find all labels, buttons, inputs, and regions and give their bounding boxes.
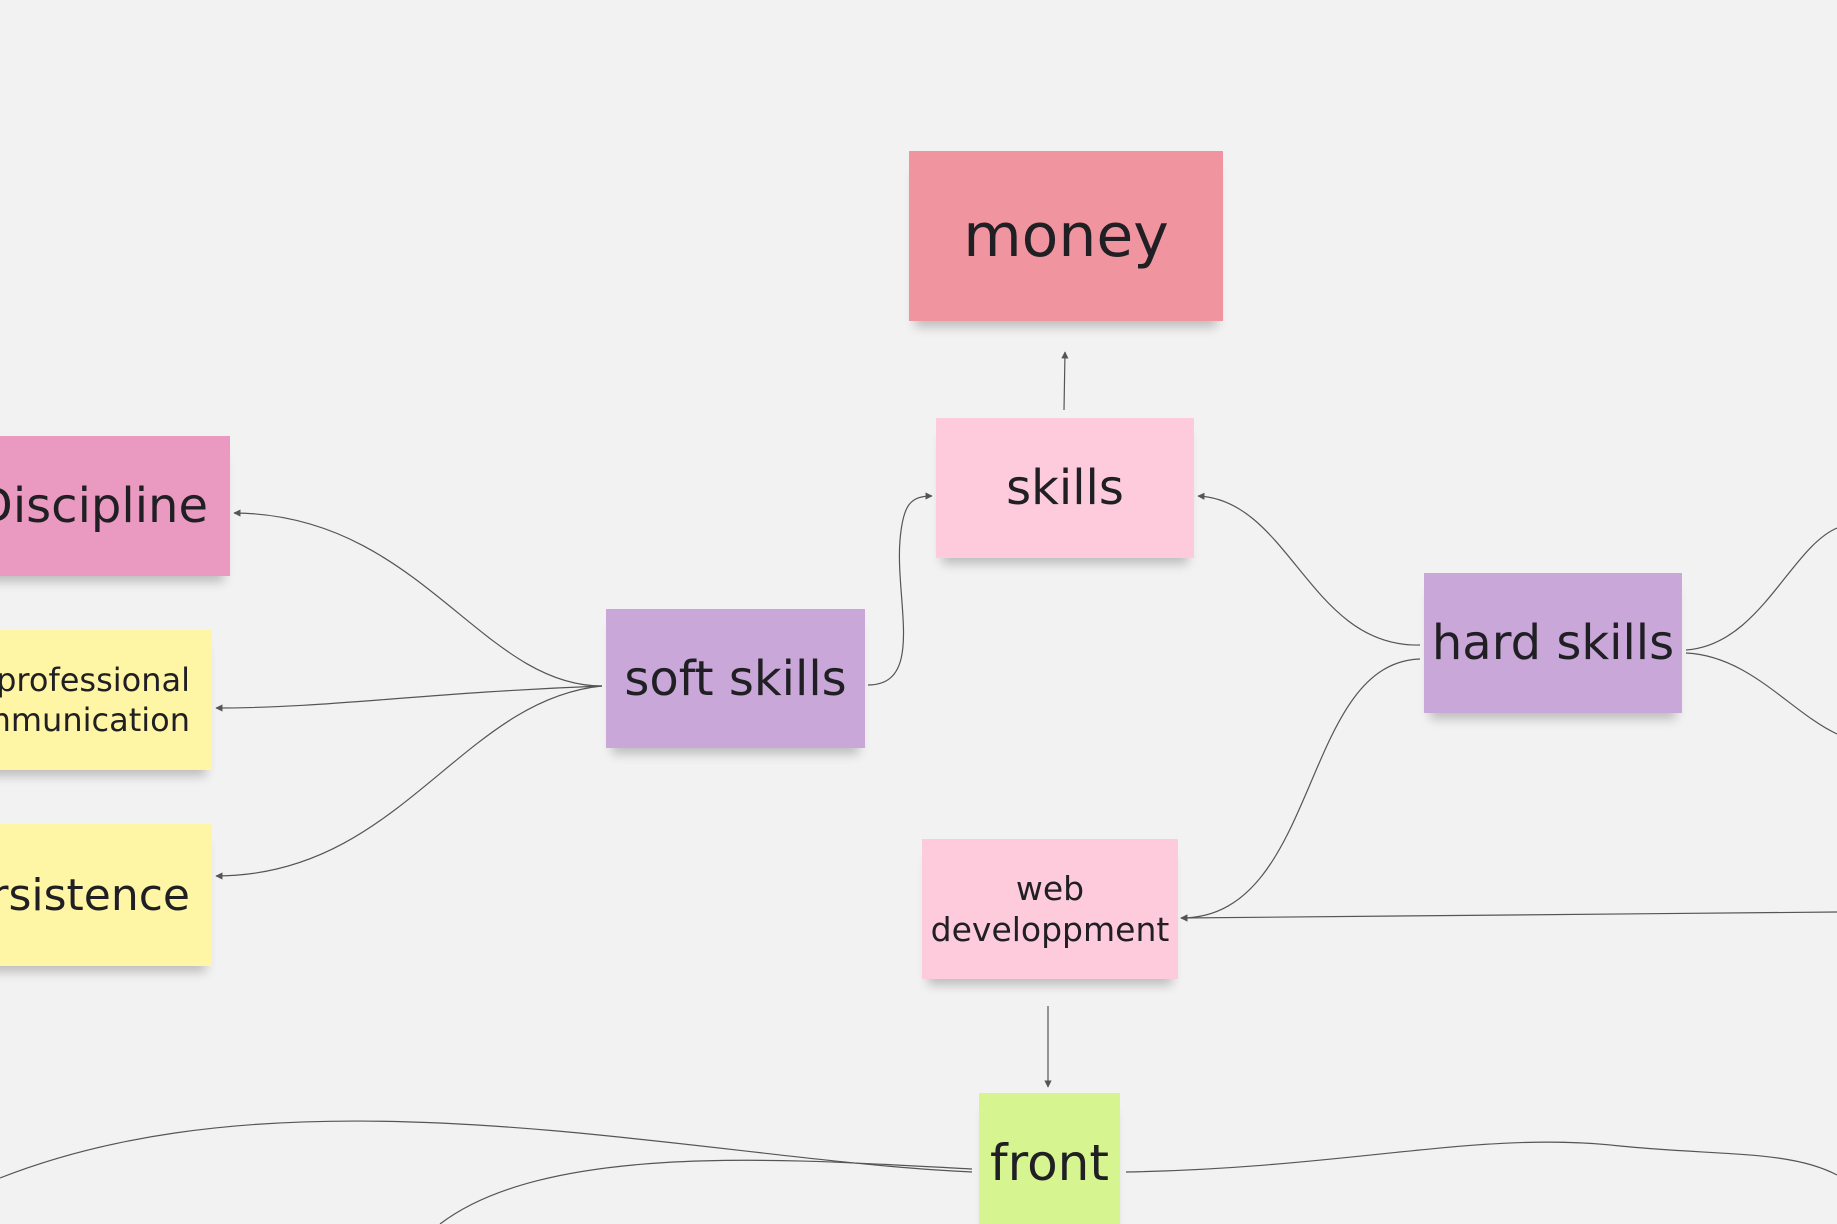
connector-hard-skills-offscreen-upper[interactable] (1685, 527, 1837, 651)
sticky-note-front[interactable]: front (979, 1093, 1120, 1224)
sticky-note-label: Persistence (0, 869, 190, 921)
sticky-note-soft-skills[interactable]: soft skills (606, 609, 865, 748)
sticky-note-label: front (990, 1133, 1109, 1192)
connector-soft-skills-to-skills[interactable] (867, 492, 933, 686)
sticky-note-hard-skills[interactable]: hard skills (1424, 573, 1682, 713)
sticky-note-web-development[interactable]: web developpment (922, 839, 1178, 979)
connector-front-offscreen-left-upper[interactable] (0, 1120, 973, 1179)
sticky-note-label: Discipline (0, 478, 208, 534)
sticky-note-label: soft skills (624, 650, 847, 707)
sticky-note-money[interactable]: money (909, 151, 1223, 321)
connector-front-offscreen-left-lower[interactable] (439, 1159, 973, 1224)
sticky-note-skills[interactable]: skills (936, 418, 1194, 558)
connector-offscreen-to-web-development[interactable] (1180, 911, 1837, 922)
connector-soft-skills-to-professional-communication[interactable] (215, 685, 603, 712)
sticky-note-professional-communication[interactable]: professional communication (0, 630, 212, 770)
connector-hard-skills-to-skills[interactable] (1197, 492, 1421, 646)
sticky-note-label: skills (1006, 460, 1124, 516)
connector-hard-skills-offscreen-lower[interactable] (1685, 652, 1837, 735)
sticky-note-label: web developpment (930, 868, 1170, 949)
connector-soft-skills-to-persistence[interactable] (215, 685, 603, 880)
connector-hard-skills-to-web-development[interactable] (1180, 658, 1421, 922)
connector-skills-to-money[interactable] (1061, 351, 1069, 411)
sticky-note-discipline[interactable]: Discipline (0, 436, 230, 576)
connector-front-offscreen-right[interactable] (1125, 1141, 1837, 1176)
sticky-note-label: professional communication (0, 661, 190, 739)
sticky-note-label: hard skills (1431, 615, 1675, 671)
sticky-note-label: money (963, 200, 1169, 271)
connector-soft-skills-to-discipline[interactable] (233, 509, 603, 687)
sticky-note-persistence[interactable]: Persistence (0, 824, 212, 966)
